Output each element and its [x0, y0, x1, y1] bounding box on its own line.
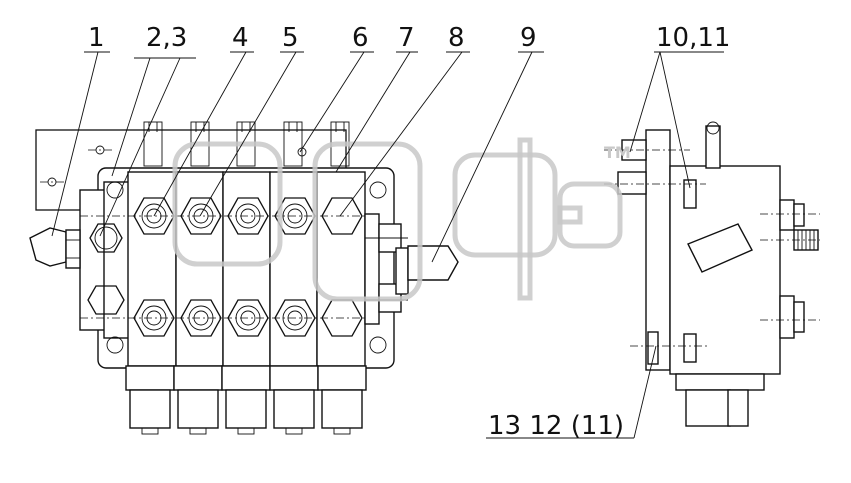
side-flange — [645, 129, 671, 371]
trademark-mark: TM — [604, 143, 631, 162]
callout-9: 9 — [520, 23, 537, 53]
watermark: TM — [172, 137, 631, 302]
bottom-actuators — [125, 365, 367, 435]
callout-4: 4 — [232, 23, 249, 53]
callout-5: 5 — [282, 23, 299, 53]
main-valve-view — [29, 121, 459, 435]
angled-solenoid — [687, 223, 753, 273]
callout-7: 7 — [398, 23, 415, 53]
callout-6: 6 — [352, 23, 369, 53]
side-bolts — [617, 139, 697, 365]
callout-13-12-11: 13 12 (11) — [488, 411, 624, 441]
corner-bolts — [106, 181, 387, 354]
callout-leaders — [51, 51, 724, 439]
outlet-fitting — [364, 213, 459, 325]
side-valve-view — [604, 121, 820, 427]
working-sections — [127, 171, 366, 367]
callout-8: 8 — [448, 23, 465, 53]
callout-1: 1 — [88, 23, 105, 53]
callout-labels: 1 2,3 4 5 6 7 8 9 10,11 13 12 (11) — [88, 23, 730, 441]
callout-2-3: 2,3 — [146, 23, 187, 53]
side-fittings — [779, 199, 819, 339]
inlet-fitting — [29, 227, 81, 269]
callout-10-11: 10,11 — [656, 23, 730, 53]
